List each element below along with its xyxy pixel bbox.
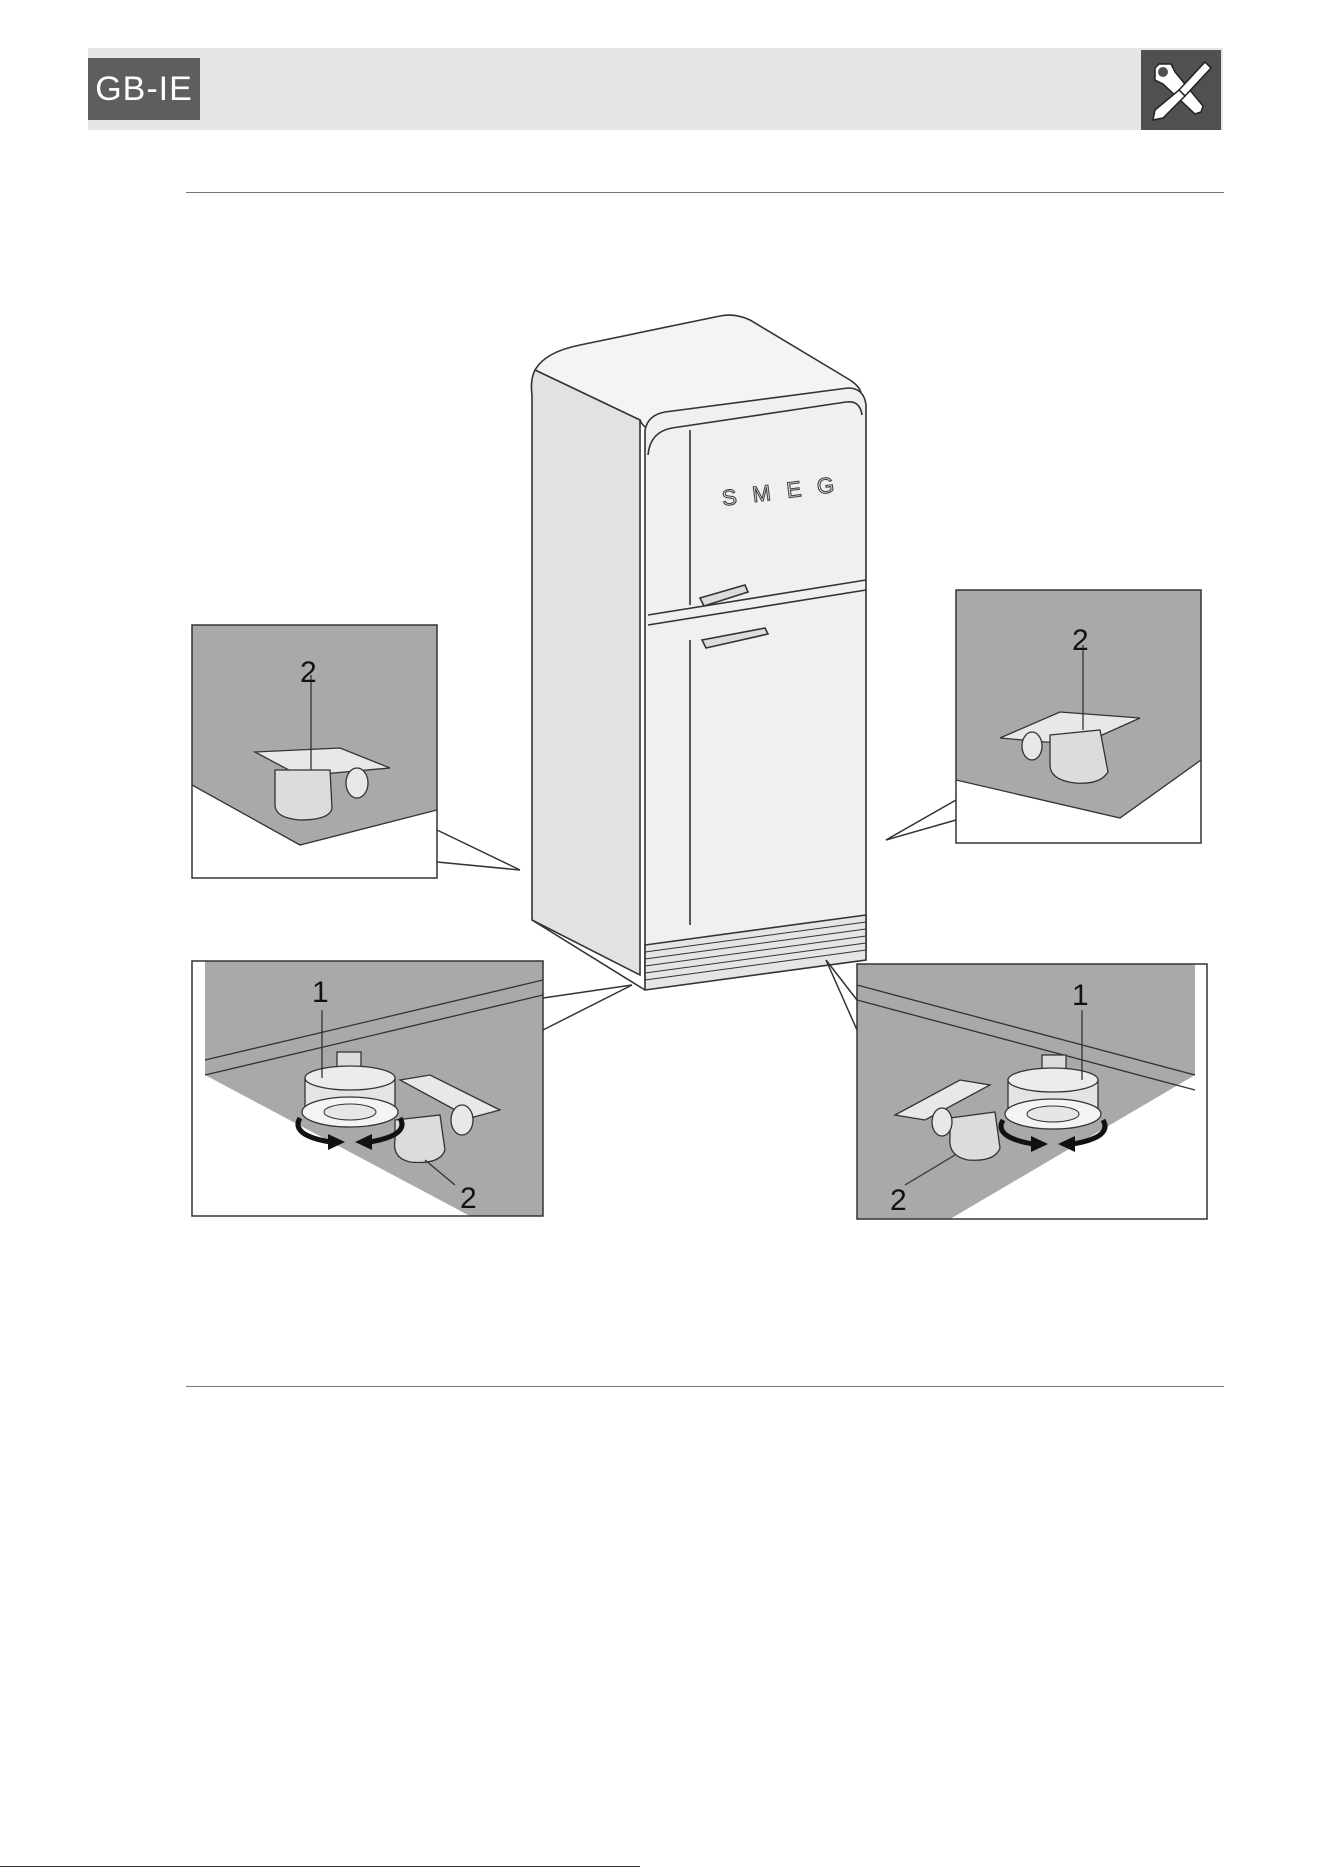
callout-top-right: 2 [1072, 624, 1089, 657]
inset-bottom-right-foot: 1 2 [857, 964, 1207, 1219]
inset-top-right-wheel: 2 [956, 590, 1201, 843]
inset-top-left-wheel: 2 [192, 625, 437, 878]
callout-bottom-left-wheel: 2 [460, 1182, 477, 1215]
callout-bottom-right-knob: 1 [1072, 979, 1089, 1012]
callout-top-left: 2 [300, 656, 317, 689]
callout-bottom-left-knob: 1 [312, 976, 329, 1009]
callout-bottom-right-wheel: 2 [890, 1184, 907, 1217]
footer-line [0, 1866, 640, 1867]
refrigerator [531, 315, 866, 990]
inset-bottom-left-foot: 1 2 [192, 961, 543, 1216]
